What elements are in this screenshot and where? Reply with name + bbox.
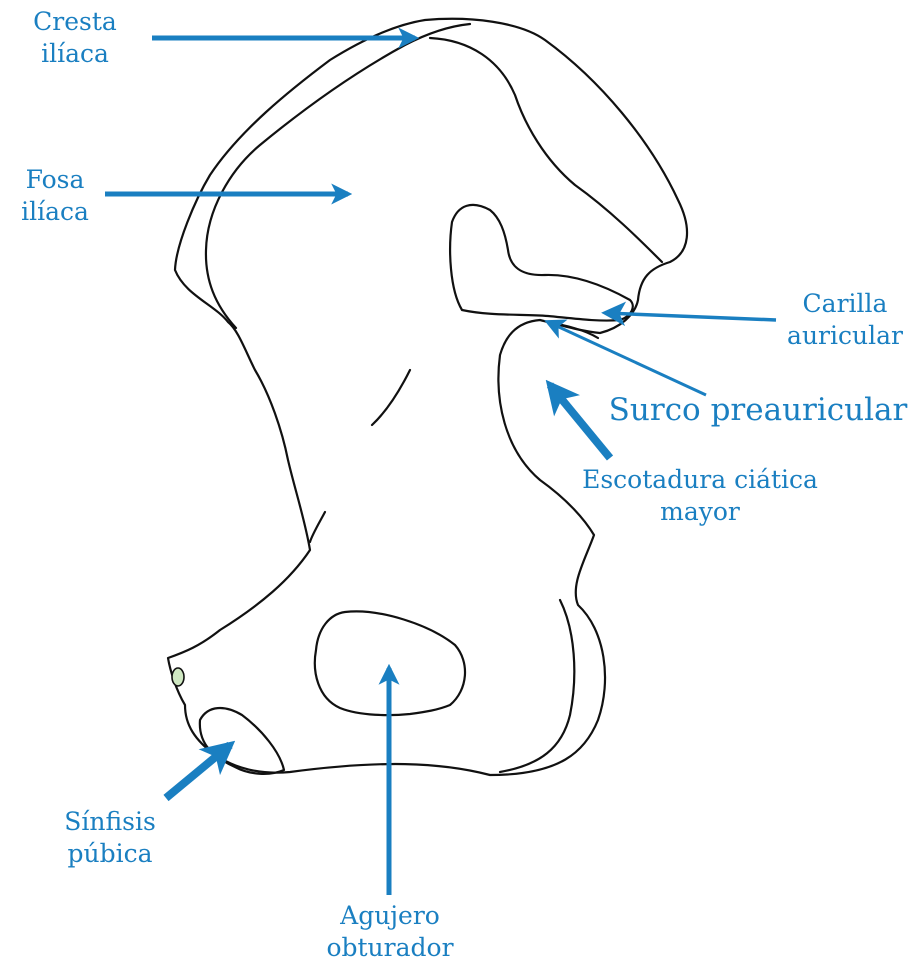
label-text: Agujero — [310, 900, 470, 932]
ridge-line — [372, 370, 410, 425]
label-text: auricular — [770, 320, 920, 352]
label-text: obturador — [310, 932, 470, 964]
ridge-line-lower — [310, 512, 325, 542]
label-agujero-obturador: Agujero obturador — [310, 900, 470, 964]
auricular-surface — [450, 205, 633, 321]
iliac-crest-inner-line — [206, 24, 470, 328]
label-text: ilíaca — [10, 38, 140, 70]
label-text: Escotadura ciática — [560, 464, 840, 496]
label-carilla-auricular: Carilla auricular — [770, 288, 920, 352]
label-text: ilíaca — [10, 196, 100, 228]
label-text: Carilla — [770, 288, 920, 320]
label-text: Fosa — [10, 164, 100, 196]
arrow-carilla-auricular — [606, 313, 776, 320]
label-text: Cresta — [10, 6, 140, 38]
label-text: púbica — [40, 838, 180, 870]
ischial-ramus — [500, 600, 574, 772]
label-sinfisis-pubica: Sínfisis púbica — [40, 806, 180, 870]
iliac-crest-edge — [430, 38, 662, 262]
label-fosa-iliaca: Fosa ilíaca — [10, 164, 100, 228]
label-surco-preauricular: Surco preauricular — [598, 392, 918, 428]
label-text: mayor — [560, 496, 840, 528]
arrow-surco-preauricular — [548, 322, 706, 395]
label-text: Sínfisis — [40, 806, 180, 838]
arrow-sinfisis-pubica — [166, 745, 230, 798]
label-text: Surco preauricular — [598, 392, 918, 428]
pubic-tubercle-mark — [172, 668, 184, 686]
label-escotadura-ciatica-mayor: Escotadura ciática mayor — [560, 464, 840, 528]
label-cresta-iliaca: Cresta ilíaca — [10, 6, 140, 70]
